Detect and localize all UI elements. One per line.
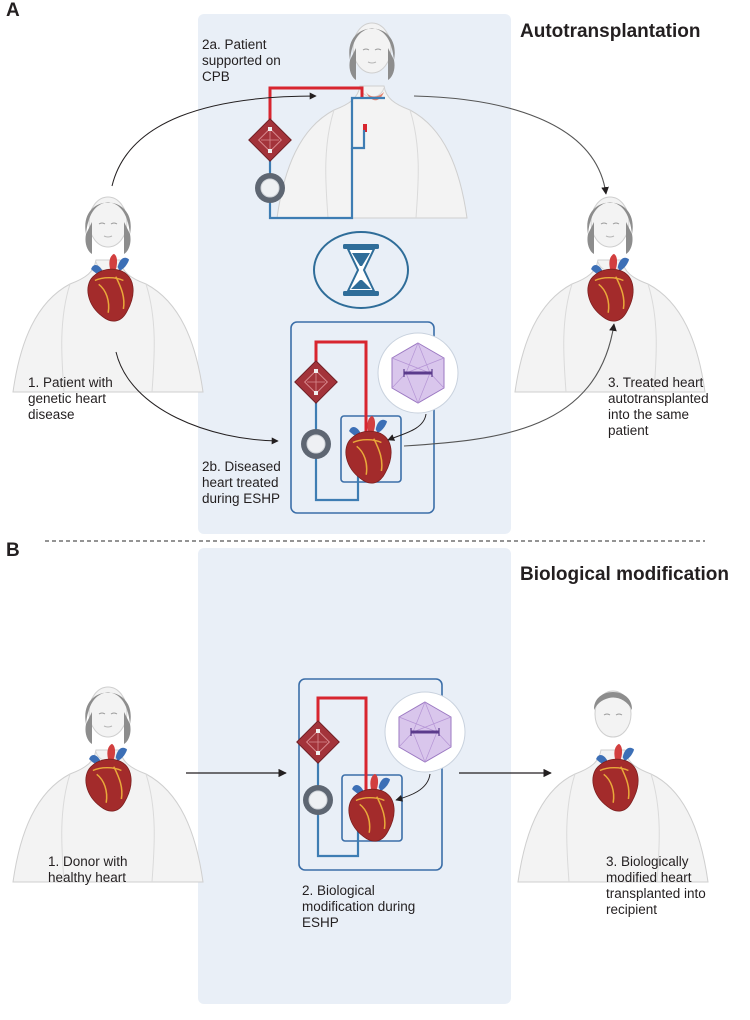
cpb-arterial-line — [268, 86, 364, 128]
arrow-cpb-to-autotransplant — [413, 95, 609, 195]
step-2b-label: 2b. Diseased heart treated during ESHP — [202, 459, 281, 506]
eshp-circuit-box-a — [290, 321, 435, 514]
panel-a-letter: A — [6, 0, 20, 21]
eshp-circuit-box-b — [298, 678, 443, 871]
vector-delivery-arrow-b — [395, 773, 431, 802]
roller-pump-icon — [302, 784, 334, 816]
viral-vector-icon — [383, 690, 467, 774]
eshp-arterial-line-b — [316, 696, 368, 798]
eshp-arterial-line-a — [314, 340, 368, 438]
recipient-step-label: 3. Biologically modified heart transplan… — [606, 854, 706, 917]
cpb-return-line — [268, 148, 354, 220]
panel-b-letter: B — [6, 540, 20, 561]
donor-step-label: 1. Donor with healthy heart — [48, 854, 128, 885]
roller-pump-icon — [254, 172, 286, 204]
eshp-venous-line-a — [314, 456, 360, 502]
step-2a-label: 2a. Patient supported on CPB — [202, 37, 281, 84]
cpb-heart-marker — [363, 124, 367, 132]
hourglass-icon — [313, 231, 409, 309]
panel-a-title: Autotransplantation — [520, 21, 701, 42]
arrow-to-cpb — [111, 92, 317, 187]
viral-vector-icon — [376, 331, 460, 415]
step-1-label: 1. Patient with genetic heart disease — [28, 375, 113, 422]
roller-pump-icon — [300, 428, 332, 460]
panel-b-title: Biological modification — [520, 564, 730, 585]
vector-delivery-arrow-a — [387, 413, 427, 441]
step-3-label: 3. Treated heart autotransplanted into t… — [608, 375, 709, 438]
arrow-eshp-to-patient — [403, 323, 617, 447]
modification-step-label: 2. Biological modification during ESHP — [302, 883, 416, 930]
arrow-to-eshp — [115, 351, 279, 445]
eshp-venous-line-b — [316, 812, 360, 858]
